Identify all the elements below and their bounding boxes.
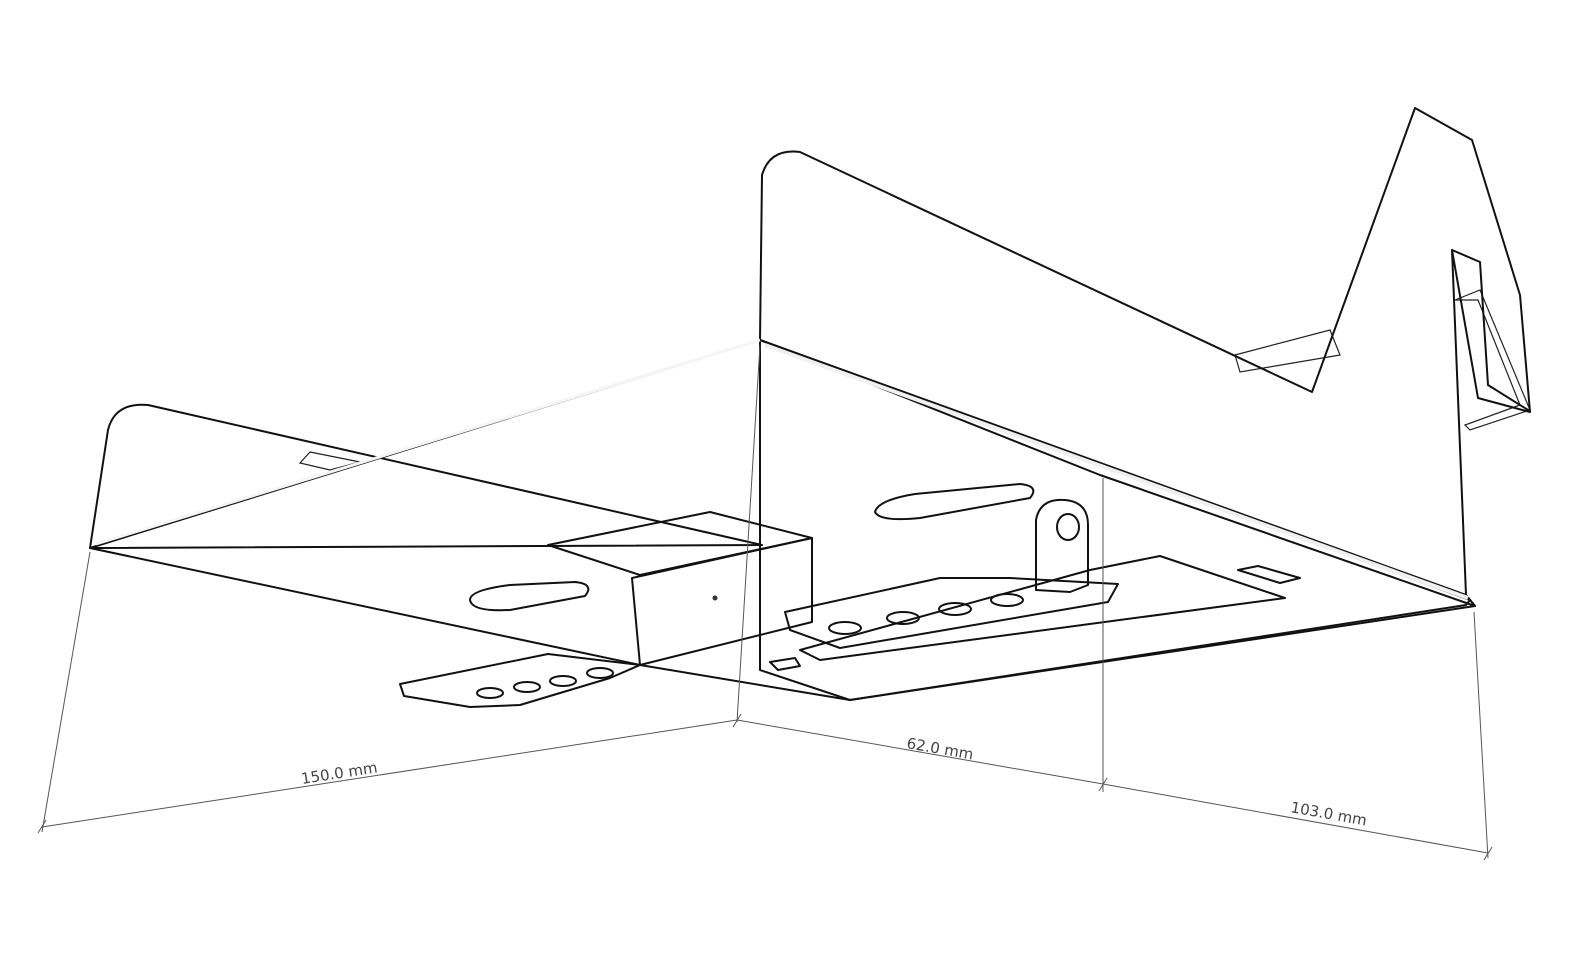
ext-line-left — [41, 551, 91, 833]
middle-tab-plate — [784, 577, 1119, 649]
lug-plate — [1035, 498, 1089, 593]
mid-hole-3 — [938, 602, 972, 616]
tick-4 — [1483, 846, 1493, 861]
slot-left — [469, 581, 590, 612]
tab-hole-3 — [549, 675, 577, 687]
back-wall — [759, 107, 1531, 607]
mid-hole-2 — [886, 611, 920, 625]
rear-rail-left — [298, 451, 361, 471]
dim-line-right — [1102, 783, 1489, 854]
underside-plate — [89, 339, 1471, 701]
lower-tab — [399, 653, 641, 708]
lug-hole — [1056, 513, 1080, 541]
tick-1 — [37, 819, 47, 834]
ext-line-right — [1473, 611, 1489, 859]
ext-line-mid-1 — [736, 344, 761, 723]
dim-label-left: 150.0 mm — [300, 758, 379, 788]
tick-3 — [1098, 777, 1108, 792]
rear-rail-right — [1234, 329, 1341, 373]
rear-rails — [298, 289, 1531, 471]
slot-upper — [874, 483, 1035, 521]
right-face — [759, 339, 1476, 701]
rear-bracket-slot-frame — [1454, 289, 1531, 431]
middle-tab — [784, 577, 1119, 649]
lower-tab-plate — [399, 653, 641, 708]
left-flange — [89, 403, 763, 549]
box-bracket — [547, 511, 813, 666]
bend-line-front — [95, 338, 761, 546]
tab-hole-4 — [586, 667, 614, 679]
tab-hole-1 — [476, 687, 504, 699]
dim-label-middle: 62.0 mm — [905, 734, 974, 763]
mounting-lug — [1035, 498, 1089, 593]
tab-hole-2 — [513, 681, 541, 693]
box-pin-hole — [712, 595, 718, 601]
bend-line-right — [764, 343, 1469, 600]
dim-line-middle — [736, 719, 1104, 785]
rect-cutout-large — [799, 555, 1286, 661]
box-top — [547, 511, 813, 576]
small-cutout-under — [769, 657, 801, 671]
mid-hole-4 — [990, 593, 1024, 607]
mid-hole-1 — [828, 621, 862, 635]
dimensions: 150.0 mm 62.0 mm 103.0 mm — [37, 344, 1493, 861]
box-front — [631, 537, 813, 666]
tick-2 — [732, 713, 742, 728]
rect-cutout-right — [1237, 565, 1301, 584]
dim-line-left — [41, 719, 738, 828]
bracket-slot — [1451, 249, 1529, 411]
